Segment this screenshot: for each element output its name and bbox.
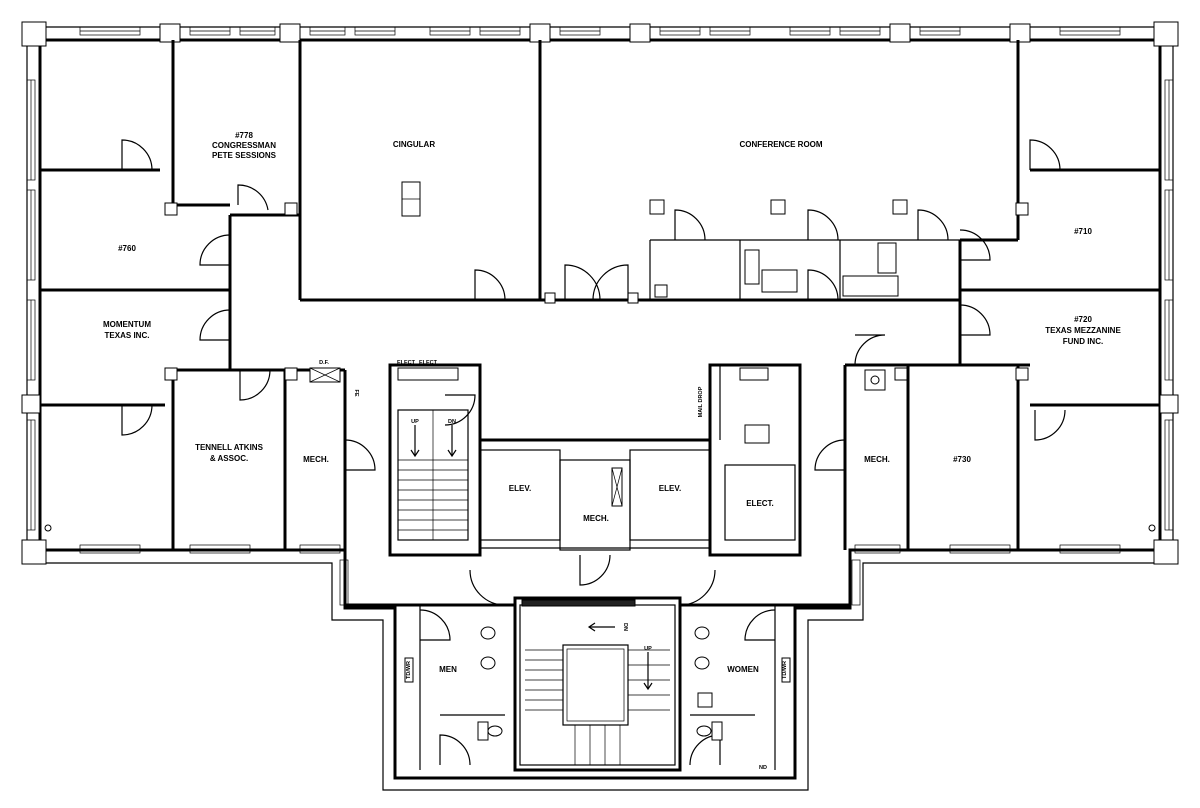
room-elect: ELECT. xyxy=(746,499,774,508)
corner-markers xyxy=(44,524,1156,532)
label-nd: ND xyxy=(759,765,767,771)
exterior-walls xyxy=(26,26,1174,791)
doors xyxy=(121,139,1066,766)
interior-walls xyxy=(40,40,1160,772)
label-elect-1: ELECT xyxy=(397,360,416,366)
room-cingular: CINGULAR xyxy=(393,140,435,149)
room-labels: #778 CONGRESSMAN PETE SESSIONS CINGULAR … xyxy=(103,131,1121,674)
cingular-table xyxy=(401,181,421,217)
room-tennell-line1: TENNELL ATKINS xyxy=(195,443,264,452)
room-elev-left: ELEV. xyxy=(509,484,531,493)
room-720-line1: TEXAS MEZZANINE xyxy=(1045,326,1121,335)
room-778-line1: CONGRESSMAN xyxy=(212,141,276,150)
annotation-labels: D.F. FE ELECT ELECT UP DN DN UP MAIL DRO… xyxy=(319,360,788,771)
label-td-wr-left: TD/WR xyxy=(406,661,412,679)
room-momentum-line2: TEXAS INC. xyxy=(105,331,150,340)
restroom-fixtures xyxy=(404,626,791,741)
room-720-number: #720 xyxy=(1074,315,1092,324)
label-up-left: UP xyxy=(411,419,419,425)
label-mail-drop: MAIL DROP xyxy=(698,386,704,417)
columns xyxy=(164,199,1029,381)
label-fe: FE xyxy=(353,389,359,396)
stair-left xyxy=(397,409,469,541)
windows-top xyxy=(79,26,1121,36)
room-720-line2: FUND INC. xyxy=(1063,337,1103,346)
room-tennell-line2: & ASSOC. xyxy=(210,454,248,463)
core-fixtures xyxy=(309,242,899,507)
room-mech-left: MECH. xyxy=(303,455,329,464)
label-dn-center: DN xyxy=(622,623,628,631)
corner-piers xyxy=(21,21,1179,565)
room-women: WOMEN xyxy=(727,665,759,674)
room-mech-right: MECH. xyxy=(864,455,890,464)
room-730: #730 xyxy=(953,455,971,464)
room-conference: CONFERENCE ROOM xyxy=(739,140,822,149)
room-mech-center: MECH. xyxy=(583,514,609,523)
room-men: MEN xyxy=(439,665,457,674)
label-df: D.F. xyxy=(319,360,329,366)
room-778-number: #778 xyxy=(235,131,253,140)
windows-sides xyxy=(26,79,1174,606)
room-elev-right: ELEV. xyxy=(659,484,681,493)
label-up-center: UP xyxy=(644,646,652,652)
room-760: #760 xyxy=(118,244,136,253)
room-778-line2: PETE SESSIONS xyxy=(212,151,277,160)
windows-bottom xyxy=(79,544,1121,554)
room-momentum-line1: MOMENTUM xyxy=(103,320,151,329)
room-710: #710 xyxy=(1074,227,1092,236)
label-elect-2: ELECT xyxy=(419,360,438,366)
label-td-wr-right: TD/WR xyxy=(782,661,788,679)
label-dn-left: DN xyxy=(448,419,456,425)
stair-center xyxy=(519,599,676,766)
